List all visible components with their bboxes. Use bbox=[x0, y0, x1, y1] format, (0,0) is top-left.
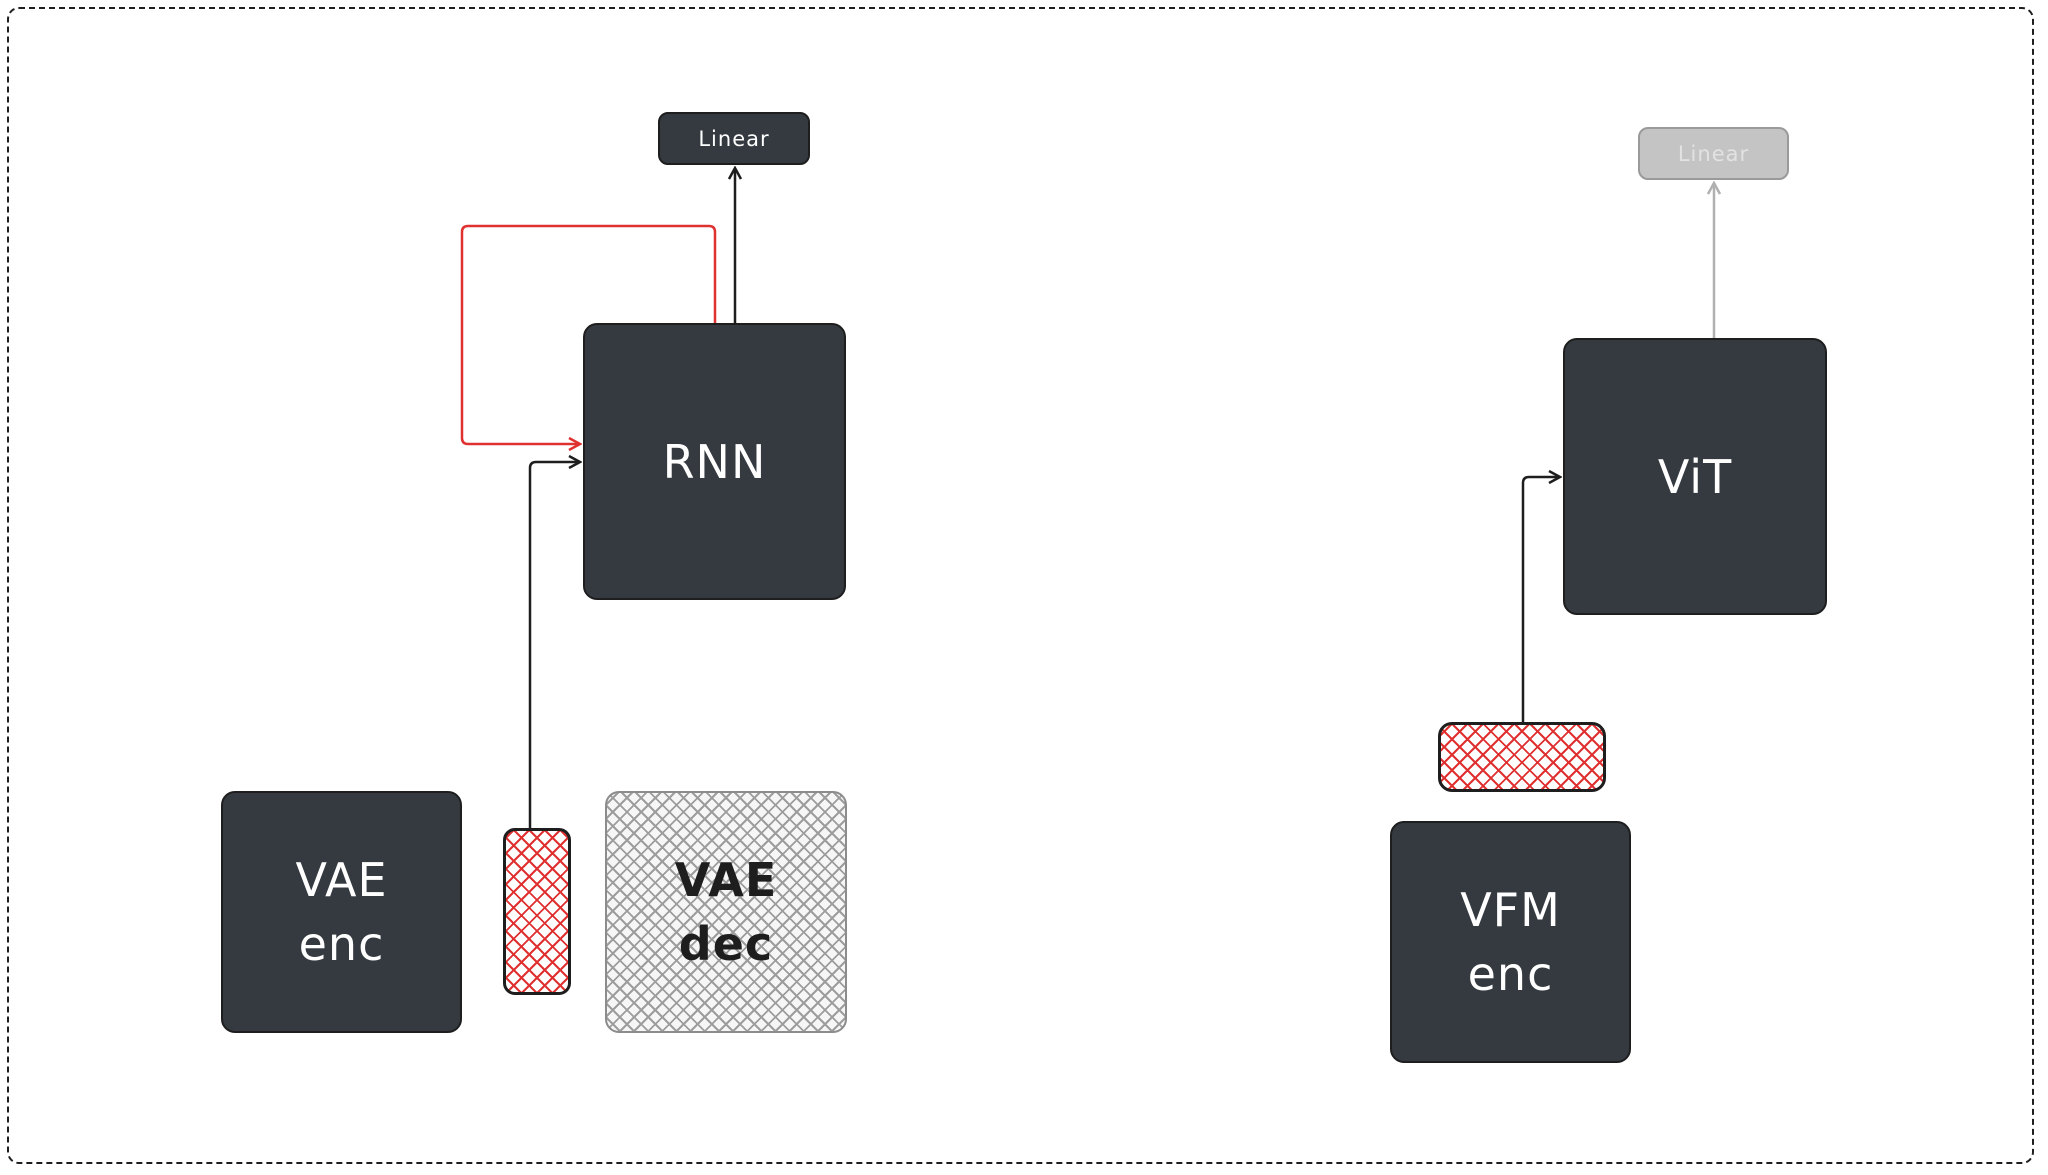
linear-block-left[interactable]: Linear bbox=[658, 112, 810, 165]
vae-encoder-block[interactable]: VAE enc bbox=[221, 791, 462, 1033]
latent-block-right[interactable] bbox=[1438, 722, 1606, 792]
edge-rnn-recurrent-loop bbox=[460, 224, 717, 444]
edge-latent-to-vit bbox=[1521, 477, 1560, 722]
vae-decoder-label: VAE dec bbox=[674, 853, 778, 971]
linear-block-right[interactable]: Linear bbox=[1638, 127, 1789, 180]
vfm-encoder-block[interactable]: VFM enc bbox=[1390, 821, 1631, 1063]
edge-latent-to-rnn bbox=[528, 462, 580, 828]
rnn-label: RNN bbox=[662, 434, 767, 489]
linear-label-right: Linear bbox=[1677, 141, 1750, 166]
vit-label: ViT bbox=[1657, 449, 1733, 504]
vfm-encoder-label: VFM enc bbox=[1460, 883, 1561, 1001]
latent-block-left[interactable] bbox=[503, 828, 571, 995]
vae-decoder-block[interactable]: VAE dec bbox=[605, 791, 847, 1033]
diagram-frame bbox=[7, 7, 2034, 1164]
vae-encoder-label: VAE enc bbox=[295, 853, 388, 971]
rnn-block[interactable]: RNN bbox=[583, 323, 846, 600]
vit-block[interactable]: ViT bbox=[1563, 338, 1827, 615]
linear-label-left: Linear bbox=[698, 126, 770, 151]
